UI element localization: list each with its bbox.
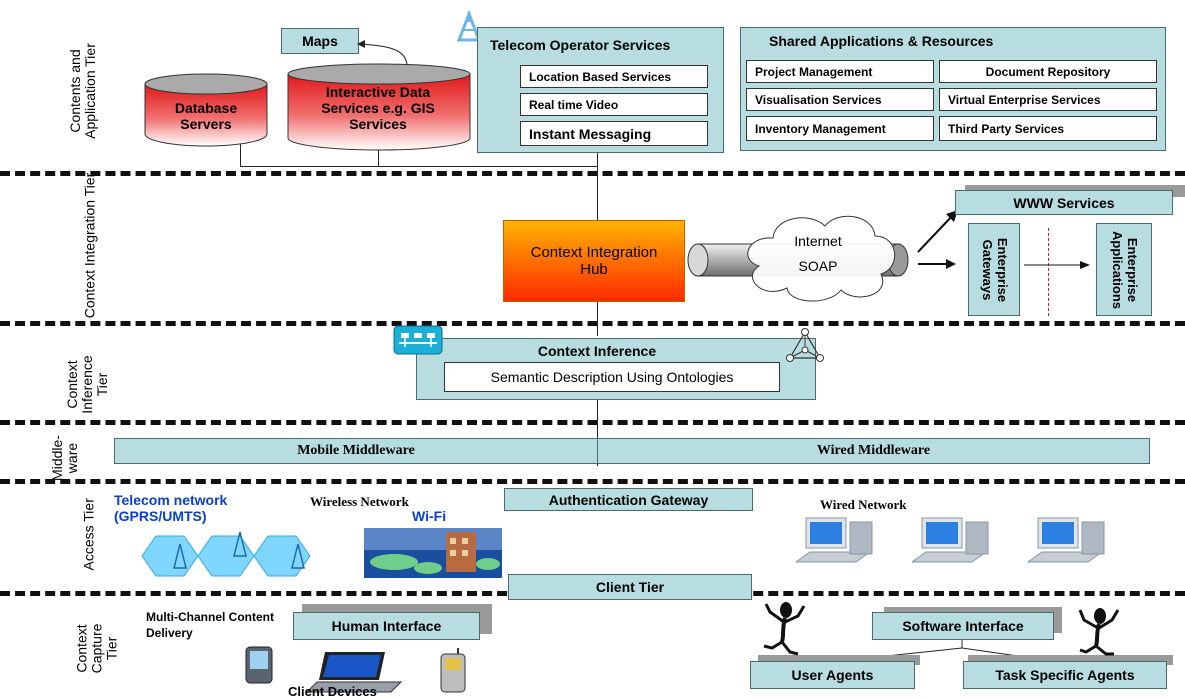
telecom-network-label: Telecom network (GPRS/UMTS)	[114, 492, 228, 524]
enterprise-applications-label: Enterprise Applications	[1110, 230, 1140, 309]
internet-label: Internet	[794, 233, 842, 249]
software-interface-box: Software Interface	[872, 612, 1054, 640]
tier-label-inference: Context Inference Tier	[64, 355, 110, 414]
context-integration-hub: Context Integration Hub	[503, 220, 685, 302]
project-management: Project Management	[746, 60, 934, 83]
visualisation-services: Visualisation Services	[746, 88, 934, 111]
shared-title: Shared Applications & Resources	[769, 33, 994, 49]
tier-separator	[0, 321, 1185, 326]
hierarchy-icon	[393, 325, 443, 355]
third-party-services: Third Party Services	[939, 116, 1157, 141]
wifi-label: Wi-Fi	[412, 508, 447, 524]
telecom-operator-services-panel: Telecom Operator Services Location Based…	[477, 27, 724, 153]
database-cylinder-icon	[144, 73, 268, 147]
tier-label-capture: Context Capture Tier	[73, 623, 120, 674]
enterprise-applications-box: Enterprise Applications	[1096, 223, 1152, 316]
antenna-icon	[456, 10, 482, 42]
computer-icon	[1028, 517, 1105, 563]
multichannel-label: Multi-Channel Content Delivery	[146, 610, 274, 640]
wired-middleware-box: Wired Middleware	[597, 438, 1150, 464]
arrow-to-www-icon	[917, 210, 958, 269]
cellular-network-icon	[141, 531, 311, 577]
shared-applications-panel: Shared Applications & Resources Project …	[740, 27, 1166, 151]
virtual-enterprise-services: Virtual Enterprise Services	[939, 88, 1157, 111]
task-agents-shadow	[968, 655, 1173, 665]
dancing-agent-icon	[1078, 608, 1120, 656]
interactive-data-label: Interactive Data Services e.g. GIS Servi…	[321, 84, 435, 132]
mobile-middleware-box: Mobile Middleware	[114, 438, 598, 464]
tier-separator	[0, 479, 1185, 484]
wifi-campus-image	[364, 528, 502, 578]
dashed-divider	[1048, 228, 1049, 316]
maps-box: Maps	[281, 28, 359, 54]
task-specific-agents-box: Task Specific Agents	[963, 661, 1167, 689]
client-devices-label: Client Devices	[288, 684, 377, 699]
document-repository: Document Repository	[939, 60, 1157, 83]
tier-separator	[0, 171, 1185, 176]
connector-line	[597, 302, 598, 336]
user-agents-box: User Agents	[750, 661, 915, 689]
real-time-video: Real time Video	[520, 93, 708, 116]
telecom-title: Telecom Operator Services	[490, 37, 671, 53]
mobile-phone-icon	[440, 648, 466, 693]
context-inference-title: Context Inference	[537, 343, 657, 359]
human-interface-box: Human Interface	[293, 612, 480, 640]
arrow-to-applications-icon	[1024, 261, 1090, 269]
user-agents-shadow	[758, 655, 920, 665]
connector-line	[240, 143, 241, 166]
computer-icon	[912, 517, 989, 563]
enterprise-gateways-box: Enterprise Gateways	[968, 223, 1020, 316]
interactive-data-cylinder-icon	[287, 63, 471, 151]
semantic-description-box: Semantic Description Using Ontologies	[444, 362, 780, 392]
client-tier-box: Client Tier	[508, 574, 752, 600]
wired-network-label: Wired Network	[820, 497, 907, 512]
laptop-device-icon	[305, 652, 403, 693]
tier-label-content: Contents and Application Tier	[67, 43, 98, 139]
location-based-services: Location Based Services	[520, 65, 708, 88]
pda-device-icon	[245, 646, 273, 684]
instant-messaging: Instant Messaging	[520, 121, 708, 146]
inventory-management: Inventory Management	[746, 116, 934, 141]
computer-icon	[796, 517, 873, 563]
connector-line	[240, 166, 597, 167]
database-servers-label: Database Servers	[174, 100, 238, 132]
internet-cloud-icon	[747, 215, 896, 302]
authentication-gateway-box: Authentication Gateway	[504, 488, 753, 511]
connector-line	[378, 150, 379, 166]
context-inference-panel: Context Inference Semantic Description U…	[416, 338, 816, 400]
soap-label: SOAP	[798, 258, 838, 274]
wireless-network-label: Wireless Network	[310, 494, 409, 509]
tier-separator	[0, 420, 1185, 425]
connector-line	[597, 400, 598, 466]
connector-line	[597, 152, 598, 220]
www-services-box: WWW Services	[955, 190, 1173, 215]
tier-label-middleware: Middle-ware	[49, 435, 80, 481]
ontology-network-icon	[786, 328, 824, 362]
tier-label-integration: Context Integration Tier	[81, 172, 98, 319]
enterprise-gateways-label: Enterprise Gateways	[980, 237, 1010, 303]
dancing-agent-icon	[763, 602, 806, 656]
tier-label-access: Access Tier	[80, 498, 97, 571]
arrow-to-maps-icon	[357, 40, 408, 67]
